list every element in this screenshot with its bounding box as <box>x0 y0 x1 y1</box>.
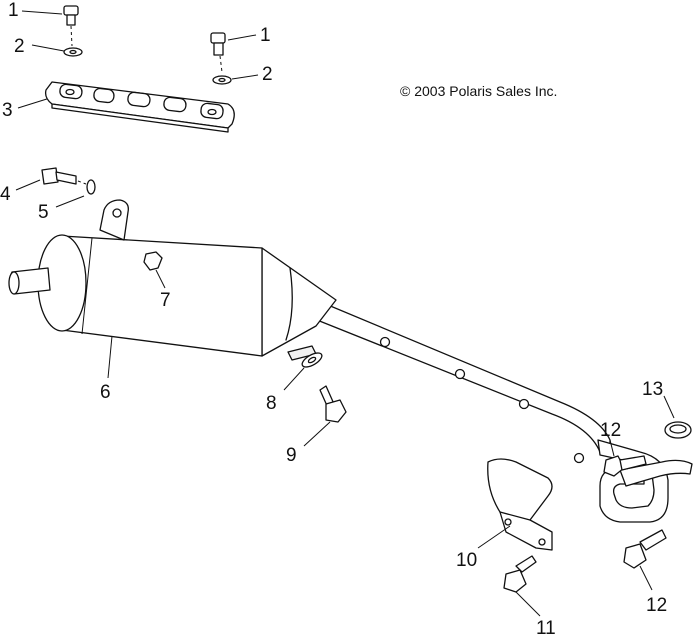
bolt-top-right <box>210 32 257 73</box>
bolt-mid <box>303 385 347 447</box>
callout-12b: 12 <box>646 595 667 616</box>
washer-top-left <box>31 25 83 57</box>
callout-11: 11 <box>536 618 556 634</box>
callout-13: 13 <box>642 379 663 400</box>
callout-5: 5 <box>38 202 49 223</box>
callout-4: 4 <box>0 184 11 205</box>
bolt-bottom <box>503 555 541 617</box>
callout-10: 10 <box>456 550 477 571</box>
callout-9: 9 <box>286 445 297 466</box>
callout-6: 6 <box>100 382 111 403</box>
nut <box>143 251 166 289</box>
callout-7: 7 <box>160 290 171 311</box>
washer-top-right <box>212 74 259 85</box>
callout-3: 3 <box>2 100 13 121</box>
callout-2b: 2 <box>262 64 273 85</box>
callout-2a: 2 <box>14 36 25 57</box>
bolt-left <box>15 167 77 191</box>
callout-1a: 1 <box>8 0 19 21</box>
bolt-top-left <box>21 5 79 26</box>
grommet <box>283 352 323 391</box>
heat-shield <box>477 458 553 551</box>
callout-12a: 12 <box>600 420 621 441</box>
gasket <box>663 395 692 439</box>
bolt-right-top <box>603 439 647 477</box>
callout-1b: 1 <box>260 25 271 46</box>
bolt-right-bottom <box>623 529 667 591</box>
washer-left <box>55 179 96 208</box>
muffler <box>8 199 693 523</box>
mounting-bracket <box>17 81 235 133</box>
callout-8: 8 <box>266 393 277 414</box>
copyright-text: © 2003 Polaris Sales Inc. <box>400 83 557 99</box>
